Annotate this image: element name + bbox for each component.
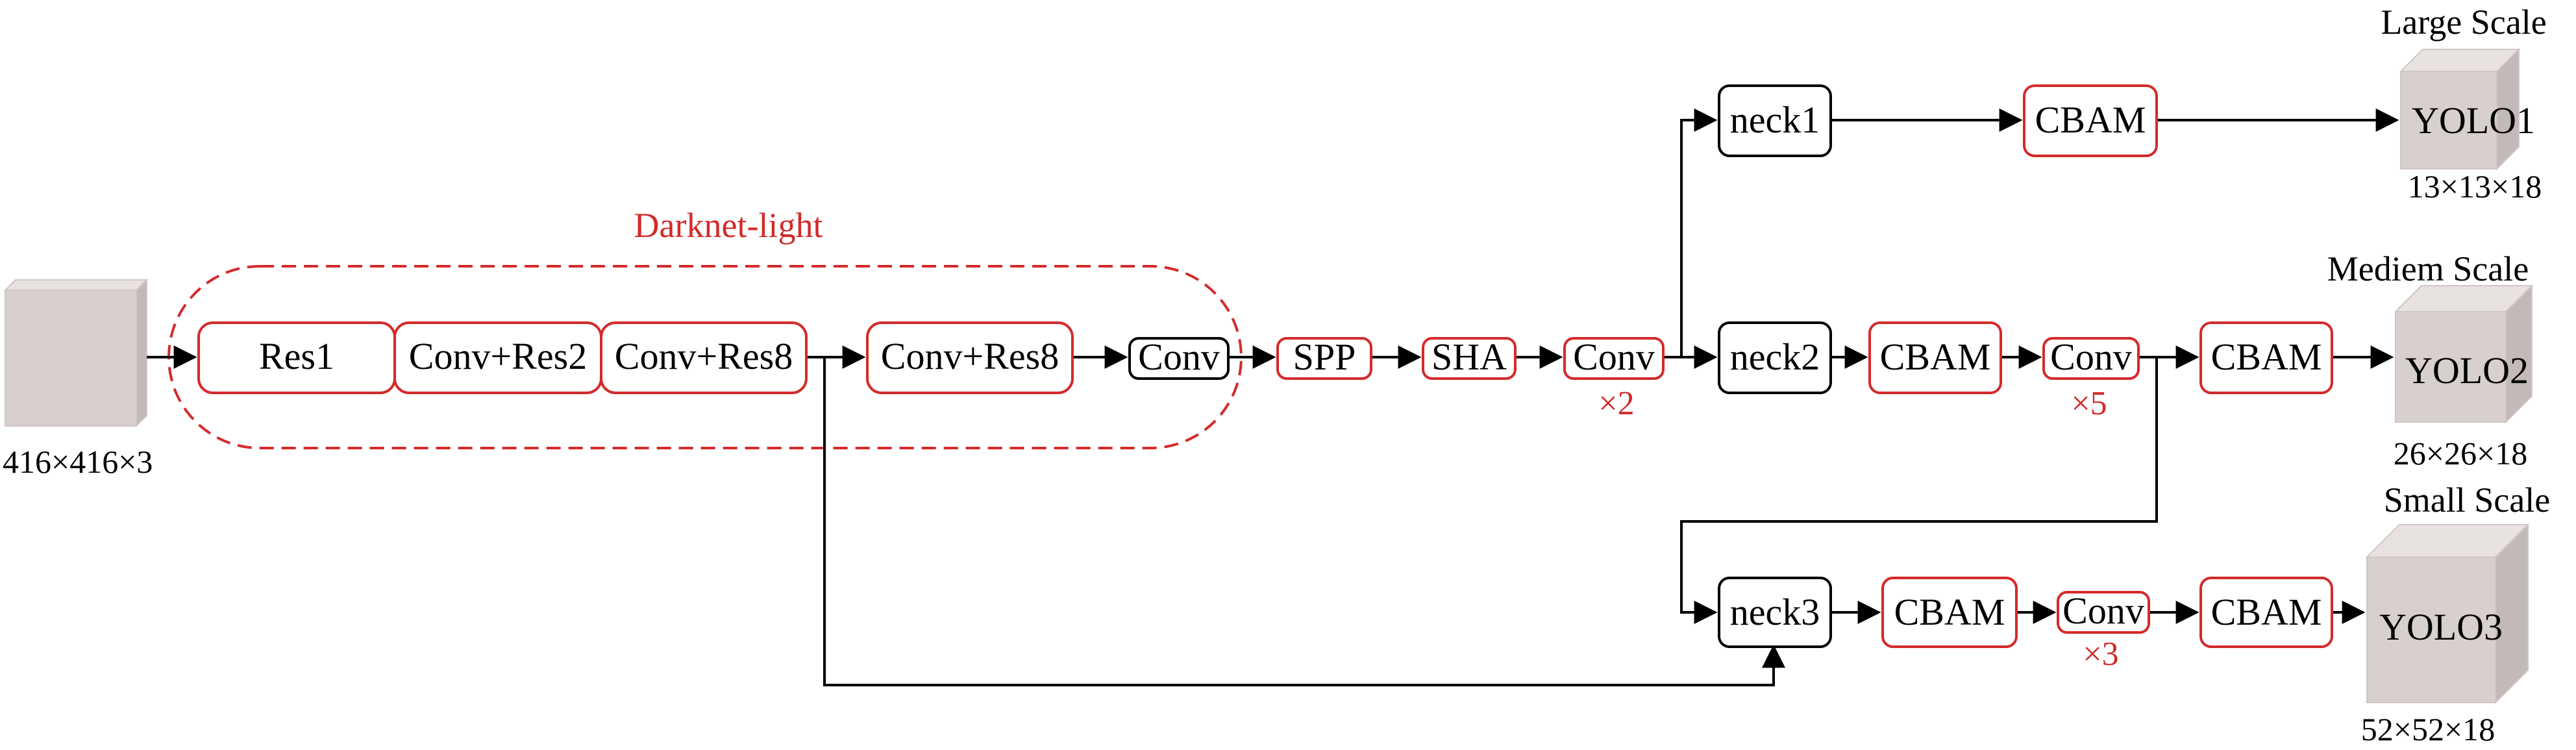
module-sha: SHA	[1422, 336, 1517, 380]
module-conv-x5: Conv	[2042, 336, 2140, 380]
module-cbam-bot2-label: CBAM	[2211, 591, 2322, 633]
module-cbam-mid1-label: CBAM	[1880, 336, 1991, 378]
module-cbam-bot2: CBAM	[2199, 577, 2333, 648]
yolo2-output-cube	[2394, 284, 2534, 424]
module-neck2-label: neck2	[1730, 336, 1820, 378]
module-conv-x3-label: Conv	[2062, 590, 2144, 632]
module-conv-res8-a-label: Conv+Res8	[615, 335, 793, 377]
module-res1-label: Res1	[259, 335, 334, 377]
module-conv-res2-label: Conv+Res2	[409, 335, 587, 377]
small-scale-label: Small Scale	[2384, 481, 2550, 519]
module-sha-label: SHA	[1431, 336, 1507, 378]
module-conv: Conv	[1128, 336, 1230, 380]
module-conv-x2-label: Conv	[1573, 336, 1655, 378]
module-conv-x2: Conv	[1563, 336, 1665, 380]
large-scale-label: Large Scale	[2381, 3, 2546, 42]
yolo2-label: YOLO2	[2405, 349, 2529, 392]
input-feature-cube	[3, 278, 149, 428]
module-conv-res8-a: Conv+Res8	[600, 321, 808, 394]
module-conv-res8-b: Conv+Res8	[866, 321, 1074, 394]
yolo3-label: YOLO3	[2379, 606, 2503, 648]
yolo1-output-cube	[2399, 47, 2521, 171]
module-conv-res8-b-label: Conv+Res8	[881, 335, 1059, 377]
module-conv-x5-label: Conv	[2050, 336, 2132, 378]
yolo2-dims-label: 26×26×18	[2394, 435, 2527, 471]
module-neck1-label: neck1	[1730, 99, 1820, 141]
module-conv-label: Conv	[1138, 336, 1220, 378]
module-cbam-mid2-label: CBAM	[2211, 336, 2322, 378]
module-spp-label: SPP	[1293, 336, 1356, 378]
module-conv-x3: Conv	[2057, 590, 2150, 634]
module-neck2: neck2	[1718, 321, 1832, 394]
module-conv-res2: Conv+Res2	[393, 321, 602, 394]
module-cbam-top: CBAM	[2023, 84, 2158, 157]
module-cbam-bot1-label: CBAM	[1894, 591, 2005, 633]
module-cbam-top-label: CBAM	[2035, 99, 2146, 141]
module-cbam-bot1: CBAM	[1881, 577, 2018, 648]
connection-lines	[147, 108, 2399, 686]
yolo3-output-cube	[2365, 523, 2530, 705]
module-neck3-label: neck3	[1730, 591, 1820, 633]
module-cbam-mid1: CBAM	[1868, 321, 2002, 394]
input-dims-label: 416×416×3	[3, 444, 153, 480]
repeat-x2-label: ×2	[1598, 385, 1634, 422]
yolo3-dims-label: 52×52×18	[2361, 711, 2495, 747]
yolo1-dims-label: 13×13×18	[2408, 168, 2542, 205]
darknet-light-label: Darknet-light	[634, 206, 823, 245]
repeat-x5-label: ×5	[2071, 385, 2107, 422]
module-spp: SPP	[1276, 336, 1372, 380]
yolo1-label: YOLO1	[2412, 99, 2535, 142]
module-res1: Res1	[197, 321, 396, 394]
repeat-x3-label: ×3	[2083, 636, 2118, 673]
module-cbam-mid2: CBAM	[2199, 321, 2333, 394]
medium-scale-label: Mediem Scale	[2327, 249, 2529, 288]
module-neck3: neck3	[1718, 577, 1832, 648]
module-neck1: neck1	[1718, 84, 1832, 157]
